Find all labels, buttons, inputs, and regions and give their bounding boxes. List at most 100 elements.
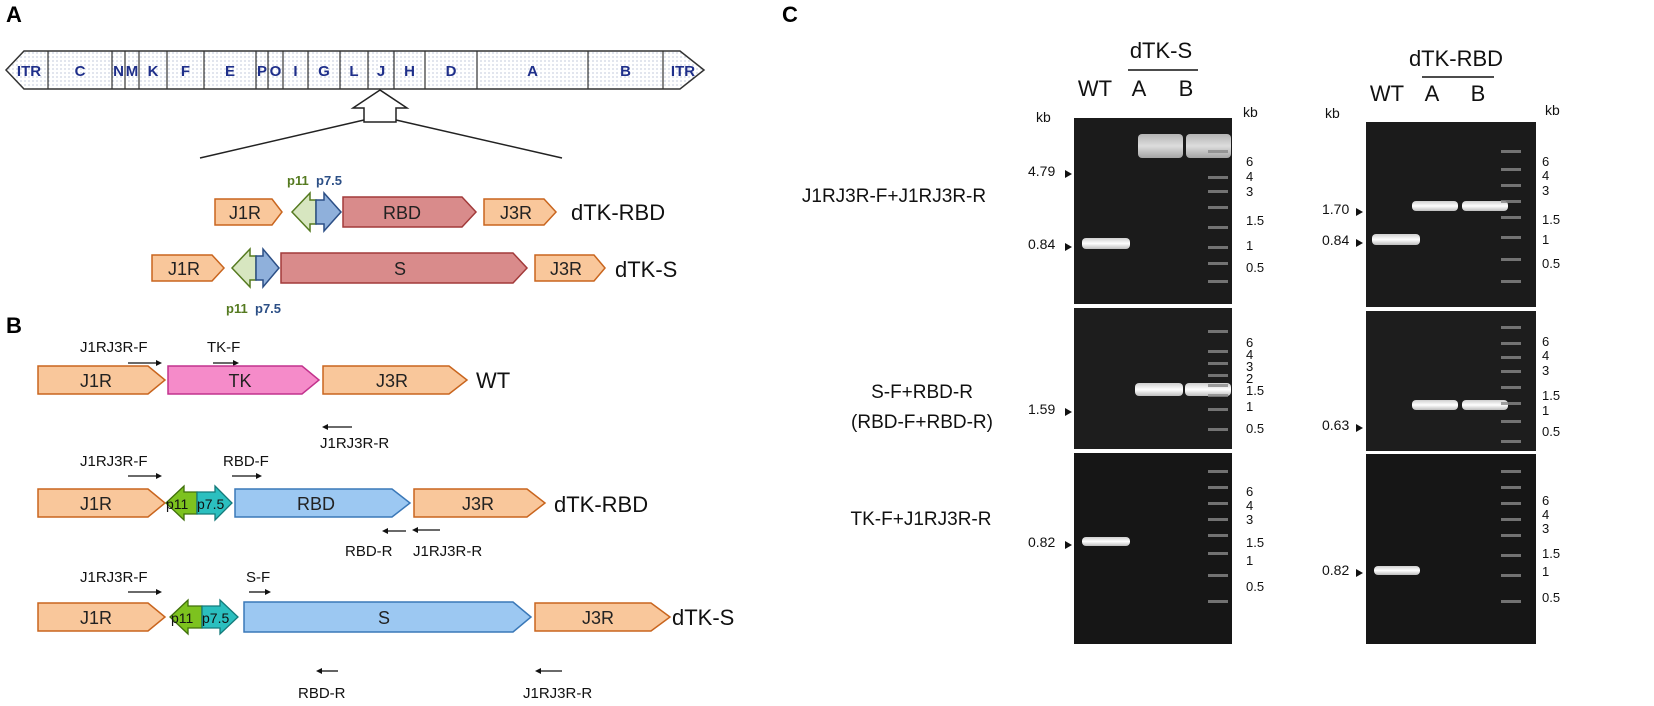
marker-labels: 6431.510.564321.510.56431.510.56431.510.… xyxy=(1246,154,1560,605)
lane-label-b: B xyxy=(1179,76,1194,101)
construct-b-dtk-s: J1RJ3R-F S-F J1R p11 p7.5 S J3R dTK-S RB… xyxy=(37,569,734,702)
lane-label-a: A xyxy=(1425,81,1440,106)
primer-rbd-f-label: RBD-F xyxy=(223,453,269,470)
construct-name-label: dTK-RBD xyxy=(554,492,648,517)
ladder-band xyxy=(1208,176,1228,179)
gene-j3r-label: J3R xyxy=(500,203,532,223)
gene-j3r-label: J3R xyxy=(462,494,494,514)
ladder-band xyxy=(1501,402,1521,405)
primer-j1rj3r-f-label: J1RJ3R-F xyxy=(80,339,148,356)
marker-label: 3 xyxy=(1542,363,1549,378)
ladder-band xyxy=(1501,600,1521,603)
marker-label: 1 xyxy=(1542,403,1549,418)
marker-label: 3 xyxy=(1246,512,1253,527)
promoter-p11-label: p11 xyxy=(226,301,248,316)
ladder-band xyxy=(1501,216,1521,219)
marker-label: 0.5 xyxy=(1246,579,1264,594)
ladder-band xyxy=(1208,518,1228,521)
genome-segment-label: P xyxy=(257,63,267,80)
kb-label-left: kb xyxy=(1036,109,1051,125)
genome-segment-label: M xyxy=(126,63,139,80)
primer-j1rj3r-f-label: J1RJ3R-F xyxy=(80,569,148,586)
ladder-band xyxy=(1208,362,1228,365)
gene-j1r-label: J1R xyxy=(80,608,112,628)
construct-a-dtk-s: J1R p11 p7.5 S J3R dTK-S xyxy=(151,246,677,316)
marker-label: 1.5 xyxy=(1246,383,1264,398)
marker-label: 0.5 xyxy=(1246,260,1264,275)
zoom-line-right xyxy=(395,119,563,159)
ladder-band xyxy=(1501,502,1521,505)
ladder-band xyxy=(1501,534,1521,537)
marker-label: 0.5 xyxy=(1542,590,1560,605)
marker-label: 3 xyxy=(1542,183,1549,198)
marker-label: 1 xyxy=(1542,564,1549,579)
marker-label: 1 xyxy=(1246,238,1253,253)
ladder-band xyxy=(1208,534,1228,537)
ladder-band xyxy=(1501,200,1521,203)
genome-segment-label: L xyxy=(349,63,358,80)
gene-j1r-label: J1R xyxy=(80,371,112,391)
lane-label-wt: WT xyxy=(1078,76,1112,101)
primer-rbd-r-label: RBD-R xyxy=(298,685,346,702)
marker-label: 1.5 xyxy=(1542,212,1560,227)
marker-label: 6 xyxy=(1542,493,1549,508)
gene-j1r-label: J1R xyxy=(229,203,261,223)
ladder-band xyxy=(1208,384,1228,387)
ladder-band xyxy=(1501,280,1521,283)
ladder-band xyxy=(1501,184,1521,187)
marker-label: 2 xyxy=(1246,371,1253,386)
ladder-band xyxy=(1208,246,1228,249)
lane-label-wt: WT xyxy=(1370,81,1404,106)
primer-j1rj3r-r-label: J1RJ3R-R xyxy=(413,543,482,560)
genome-segment-label: F xyxy=(181,63,190,80)
genome-segment-label: ITR xyxy=(671,63,695,80)
gene-j3r-label: J3R xyxy=(582,608,614,628)
kb-label-marker: kb xyxy=(1243,104,1258,120)
ladder-band xyxy=(1501,326,1521,329)
genome-segment-label: J xyxy=(377,63,385,80)
marker-label: 1.5 xyxy=(1246,535,1264,550)
promoter-p11-label: p11 xyxy=(166,496,189,512)
insert-tk-label: TK xyxy=(228,371,251,391)
primer-j1rj3r-f-label: J1RJ3R-F xyxy=(80,453,148,470)
ladder-band xyxy=(1501,356,1521,359)
band-size-labels-left: 4.79 0.84 1.59 0.82 xyxy=(1028,163,1072,550)
construct-name-label: dTK-S xyxy=(672,605,734,630)
genome-segment-label: G xyxy=(318,63,330,80)
band-size-label: 0.84 xyxy=(1028,236,1055,252)
panel-b-label: B xyxy=(6,313,22,338)
ladder-band xyxy=(1501,420,1521,423)
band-size-label: 0.82 xyxy=(1028,534,1055,550)
ladder-band xyxy=(1501,370,1521,373)
ladder-band xyxy=(1208,330,1228,333)
marker-label: 3 xyxy=(1542,521,1549,536)
band-size-label: 0.82 xyxy=(1322,562,1349,578)
band-size-label: 1.70 xyxy=(1322,201,1349,217)
ladder-band xyxy=(1208,206,1228,209)
zoom-line-left xyxy=(199,119,365,159)
marker-label: 1 xyxy=(1246,399,1253,414)
promoter-p75-label: p7.5 xyxy=(202,610,229,626)
marker-label: 1.5 xyxy=(1246,213,1264,228)
construct-name-label: dTK-S xyxy=(615,257,677,282)
primer-pair-3: (RBD-F+RBD-R) xyxy=(851,412,993,433)
ladder-band xyxy=(1501,342,1521,345)
primer-pair-4: TK-F+J1RJ3R-R xyxy=(851,509,992,530)
primer-j1rj3r-r-label: J1RJ3R-R xyxy=(320,435,389,452)
primer-rbd-r-label: RBD-R xyxy=(345,543,393,560)
marker-label: 4 xyxy=(1246,169,1253,184)
marker-label: 1.5 xyxy=(1542,388,1560,403)
kb-label-marker-right: kb xyxy=(1545,102,1560,118)
ladder-band xyxy=(1208,600,1228,603)
ladder-band xyxy=(1501,518,1521,521)
ladder-band xyxy=(1208,574,1228,577)
primer-tk-f-label: TK-F xyxy=(207,339,240,356)
panel-a-label: A xyxy=(6,2,22,27)
band-size-label: 1.59 xyxy=(1028,401,1055,417)
insert-rbd-label: RBD xyxy=(383,203,421,223)
genome-segment-label: A xyxy=(527,63,538,80)
genome-segment-label: C xyxy=(75,63,86,80)
ladder-band xyxy=(1501,150,1521,153)
band-size-label: 4.79 xyxy=(1028,163,1055,179)
